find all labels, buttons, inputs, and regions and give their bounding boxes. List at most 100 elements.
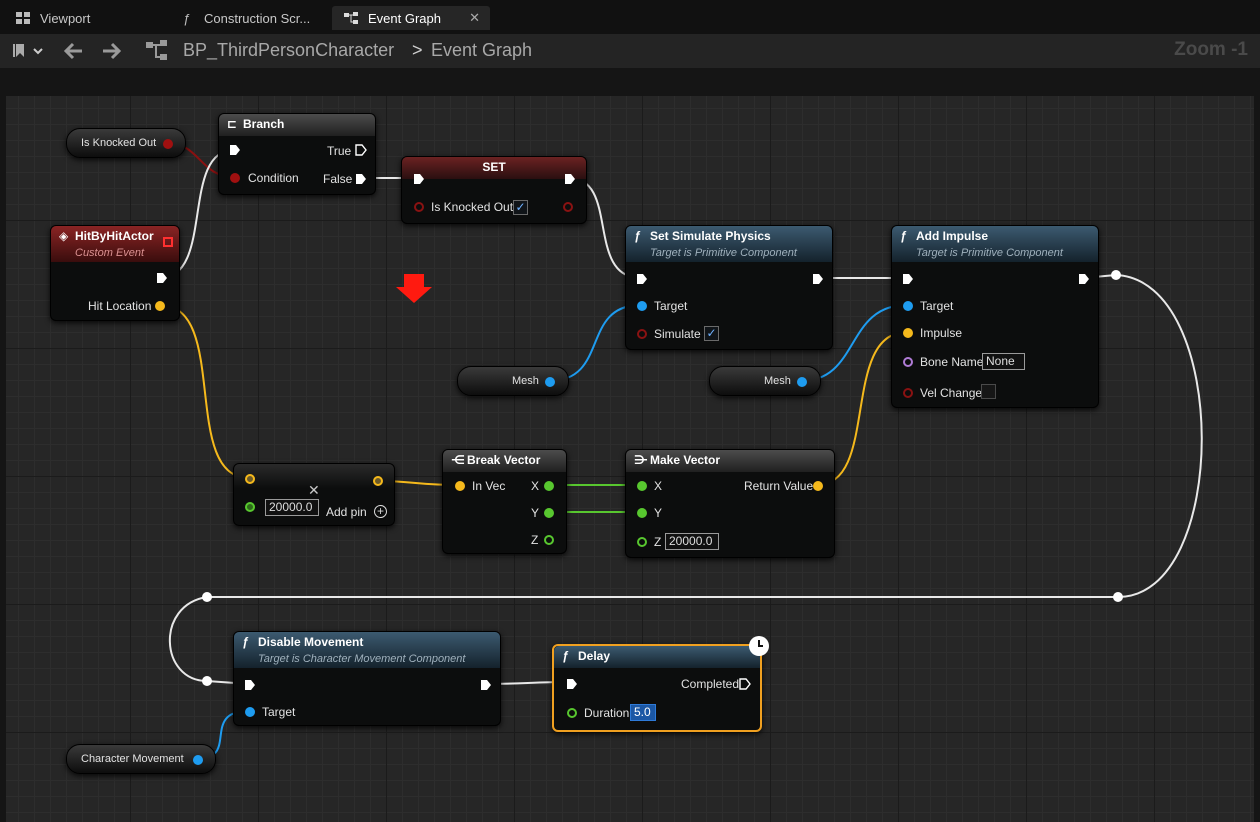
- multiply-node[interactable]: ✕ 20000.0 Add pin +: [233, 463, 395, 526]
- close-icon[interactable]: ✕: [469, 10, 480, 25]
- exec-input-pin[interactable]: [636, 273, 648, 285]
- exec-output-pin[interactable]: [1078, 273, 1090, 285]
- impulse-pin[interactable]: [903, 328, 913, 338]
- bookmark-dropdown-button[interactable]: [12, 42, 46, 60]
- breadcrumb-graph[interactable]: Event Graph: [431, 40, 533, 60]
- node-title: Add Impulse: [916, 229, 989, 243]
- exec-output-pin[interactable]: [564, 173, 576, 185]
- exec-false-pin[interactable]: [355, 173, 367, 185]
- exec-completed-pin[interactable]: [739, 678, 751, 690]
- duration-pin[interactable]: [567, 708, 577, 718]
- exec-output-pin[interactable]: [480, 679, 492, 691]
- bool-input-pin[interactable]: [414, 202, 424, 212]
- delay-node[interactable]: ƒ Delay Completed Duration 5.0: [552, 636, 769, 732]
- back-arrow-icon[interactable]: [62, 41, 84, 61]
- node-header: ⋺ Make Vector: [626, 450, 834, 472]
- exec-input-pin[interactable]: [229, 144, 241, 156]
- exec-input-pin[interactable]: [902, 273, 914, 285]
- exec-input-pin[interactable]: [244, 679, 256, 691]
- add-pin-label[interactable]: Add pin: [326, 505, 367, 519]
- z-value-field[interactable]: 20000.0: [665, 533, 719, 550]
- tab-construction-script[interactable]: ƒ Construction Scr...: [168, 6, 328, 30]
- get-mesh-node[interactable]: Mesh: [457, 366, 569, 396]
- add-circle-icon[interactable]: +: [374, 505, 387, 518]
- node-title: Break Vector: [467, 453, 541, 467]
- is-knocked-out-checkbox[interactable]: ✓: [513, 200, 528, 215]
- y-input-pin[interactable]: [637, 508, 647, 518]
- get-is-knocked-out-node[interactable]: Is Knocked Out: [66, 128, 186, 158]
- vector-output-pin[interactable]: [373, 476, 383, 486]
- object-output-pin[interactable]: [193, 755, 203, 765]
- add-impulse-node[interactable]: ƒ Add Impulse Target is Primitive Compon…: [891, 225, 1099, 408]
- condition-pin[interactable]: [230, 173, 240, 183]
- x-output-pin[interactable]: [544, 481, 554, 491]
- vector-input-pin[interactable]: [245, 474, 255, 484]
- in-vec-pin[interactable]: [455, 481, 465, 491]
- delegate-pin-icon[interactable]: [163, 237, 173, 247]
- reroute-knot: [202, 592, 212, 602]
- pin-label: Is Knocked Out: [431, 200, 514, 214]
- branch-node[interactable]: ⊏ Branch True Condition False: [218, 113, 376, 195]
- tab-event-graph[interactable]: Event Graph ✕: [332, 6, 490, 30]
- exec-true-pin[interactable]: [355, 144, 367, 156]
- object-output-pin[interactable]: [545, 377, 555, 387]
- make-vector-node[interactable]: ⋺ Make Vector X Return Value Y Z 20000.0: [625, 449, 835, 558]
- breadcrumb-asset[interactable]: BP_ThirdPersonCharacter: [183, 40, 395, 60]
- z-input-pin[interactable]: [637, 537, 647, 547]
- z-output-pin[interactable]: [544, 535, 554, 545]
- vector-output-pin[interactable]: [155, 301, 165, 311]
- get-character-movement-node[interactable]: Character Movement: [66, 744, 216, 774]
- node-header: ◈ HitByHitActor Custom Event: [51, 226, 179, 262]
- node-subtitle: Target is Primitive Component: [916, 247, 1063, 259]
- vel-change-checkbox[interactable]: [981, 384, 996, 399]
- exec-input-pin[interactable]: [566, 678, 578, 690]
- node-title: HitByHitActor: [75, 229, 154, 243]
- bone-name-pin[interactable]: [903, 357, 913, 367]
- wire-exec: [168, 596, 208, 682]
- target-pin[interactable]: [245, 707, 255, 717]
- exec-output-pin[interactable]: [812, 273, 824, 285]
- multiply-icon: ✕: [308, 482, 320, 498]
- exec-input-pin[interactable]: [413, 173, 425, 185]
- reroute-knot: [1113, 592, 1123, 602]
- multiplier-field[interactable]: 20000.0: [265, 499, 319, 516]
- pin-label-target: Target: [654, 299, 688, 313]
- tab-viewport[interactable]: Viewport: [4, 6, 164, 30]
- target-pin[interactable]: [903, 301, 913, 311]
- return-value-pin[interactable]: [813, 481, 823, 491]
- blueprint-graph-icon: [146, 40, 168, 62]
- function-icon: ƒ: [242, 635, 249, 649]
- disable-movement-node[interactable]: ƒ Disable Movement Target is Character M…: [233, 631, 501, 726]
- duration-field[interactable]: 5.0: [630, 704, 656, 721]
- event-diamond-icon: ◈: [59, 229, 69, 243]
- set-variable-node[interactable]: SET Is Knocked Out ✓: [401, 156, 587, 224]
- pin-label-completed: Completed: [681, 677, 740, 691]
- pin-label-impulse: Impulse: [920, 326, 963, 340]
- break-struct-icon: ⋲: [451, 453, 465, 467]
- x-input-pin[interactable]: [637, 481, 647, 491]
- node-header: SET: [402, 157, 586, 179]
- pin-label-duration: Duration: [584, 706, 630, 720]
- bool-output-pin[interactable]: [163, 139, 173, 149]
- vel-change-pin[interactable]: [903, 388, 913, 398]
- y-output-pin[interactable]: [544, 508, 554, 518]
- exec-output-pin[interactable]: [156, 272, 168, 284]
- break-vector-node[interactable]: ⋲ Break Vector In Vec X Y Z: [442, 449, 567, 554]
- float-input-pin[interactable]: [245, 502, 255, 512]
- simulate-checkbox[interactable]: ✓: [704, 326, 719, 341]
- target-pin[interactable]: [637, 301, 647, 311]
- set-simulate-physics-node[interactable]: ƒ Set Simulate Physics Target is Primiti…: [625, 225, 833, 350]
- node-header: ⋲ Break Vector: [443, 450, 566, 472]
- object-output-pin[interactable]: [797, 377, 807, 387]
- node-title: Disable Movement: [258, 635, 364, 649]
- simulate-pin[interactable]: [637, 329, 647, 339]
- pin-label: Hit Location: [88, 299, 152, 313]
- pin-label-condition: Condition: [248, 171, 299, 185]
- custom-event-node[interactable]: ◈ HitByHitActor Custom Event Hit Locatio…: [50, 225, 180, 321]
- node-header: ƒ Add Impulse Target is Primitive Compon…: [892, 226, 1098, 262]
- get-mesh-node[interactable]: Mesh: [709, 366, 821, 396]
- bone-name-field[interactable]: None: [982, 353, 1025, 370]
- bool-output-pin[interactable]: [563, 202, 573, 212]
- forward-arrow-icon[interactable]: [101, 41, 123, 61]
- reroute-knot: [1111, 270, 1121, 280]
